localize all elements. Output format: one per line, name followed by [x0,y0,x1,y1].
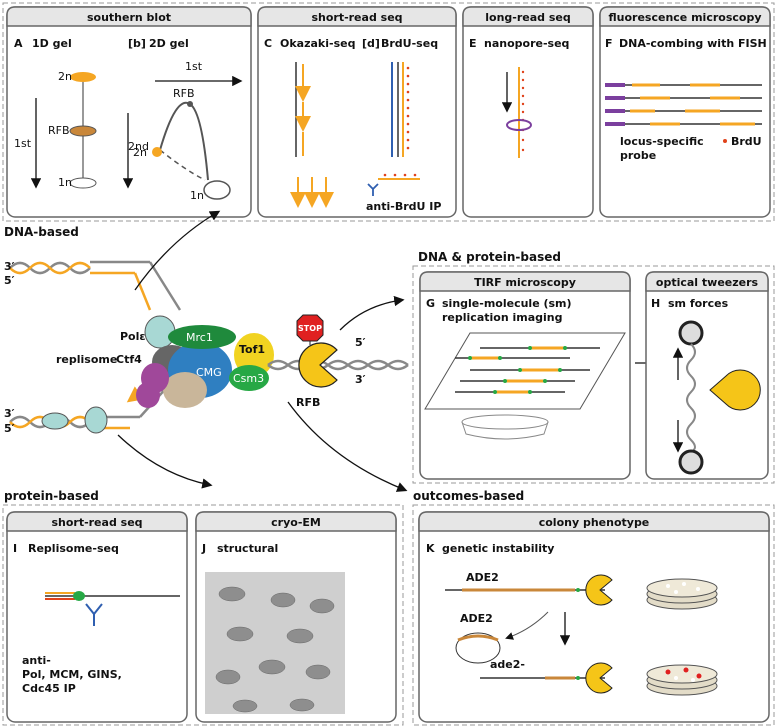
brdu-label: BrdU [731,135,762,148]
panel-letter-e: E [469,37,477,50]
csm3-blob [229,365,269,391]
dna-based-label: DNA-based [4,225,79,239]
panel-header-tirf: TIRF microscopy [474,276,576,289]
ade2-mutant-label: ade2- [490,658,525,671]
dna-based-group-border [2,2,775,222]
panel-header-cryo-em: cryo-EM [271,516,321,529]
replisome-label: replisome [56,353,117,366]
panel-i-ip-1: anti- [22,654,51,667]
panel-letter-j: J [201,542,206,555]
2d-2n-label: 2n [133,146,147,159]
stop-label: STOP [298,324,322,333]
bead-top [678,320,704,346]
panel-header-long-read-seq: long-read seq [485,11,571,24]
panel-colony-phenotype: colony phenotype K genetic instability A… [418,511,770,723]
bead-bottom [678,449,704,475]
panel-a-title: 1D gel [32,37,72,50]
panel-i-ip-3: Cdc45 IP [22,682,76,695]
panel-southern-blot: southern blot A 1D gel 1st 2n RFB 1n [b]… [6,6,252,218]
panel-h-title: sm forces [668,297,729,310]
right-3prime-label: 3′ [355,373,366,386]
csm3-label: Csm3 [233,372,264,385]
pol-epsilon-label: Polε [120,330,146,343]
rfb-pacman-icon [298,342,338,388]
mrc1-label: Mrc1 [186,331,213,344]
panel-header-southern-blot: southern blot [87,11,171,24]
2d-1st-label: 1st [185,60,203,73]
antibody-icon-bottom [85,603,103,626]
panel-letter-f: F [605,37,613,50]
panel-f-title: DNA-combing with FISH [619,37,767,50]
panel-i-title: Replisome-seq [28,542,119,555]
panel-j-title: structural [217,542,278,555]
panel-d-title: BrdU-seq [381,37,438,50]
stop-sign-icon [296,314,324,342]
panel-letter-b: [b] [128,37,146,50]
panel-letter-h: H [651,297,660,310]
panel-fluorescence-microscopy: fluorescence microscopy F DNA-combing wi… [599,6,771,218]
1d-axis-label: 1st [14,137,32,150]
panel-tirf-microscopy: TIRF microscopy G single-molecule (sm) r… [419,271,631,480]
rfb-label: RFB [296,396,320,409]
panel-header-fluorescence-microscopy: fluorescence microscopy [608,11,761,24]
pol-epsilon-blob [144,315,176,349]
right-5prime-label: 5′ [355,336,366,349]
top-3prime-label: 3′ [4,260,15,273]
2d-1n-label: 1n [190,189,204,202]
panel-e-title: nanopore-seq [484,37,569,50]
rfb-band [69,125,97,137]
ctf4-label: Ctf4 [116,353,142,366]
panel-header-optical-tweezers: optical tweezers [656,276,759,289]
1n-band [69,177,97,189]
panel-letter-k: K [426,542,435,555]
anti-brdu-ip-label: anti-BrdU IP [366,200,441,213]
panel-cryo-em: cryo-EM J structural [195,511,397,723]
bottom-5prime-label: 5′ [4,422,15,435]
panel-g-title-2: replication imaging [442,311,563,324]
panel-letter-d: [d] [362,37,380,50]
antibody-icon [367,183,379,196]
1d-1n-label: 1n [58,176,72,189]
panel-k-title: genetic instability [442,542,554,555]
1d-rfb-label: RFB [48,124,70,137]
panel-g-title-1: single-molecule (sm) [442,297,572,310]
panel-short-read-seq-top: short-read seq C Okazaki-seq [d] BrdU-se… [257,6,457,218]
panel-i-ip-2: Pol, MCM, GINS, [22,668,122,681]
panel-c-title: Okazaki-seq [280,37,355,50]
petri-dish-top [646,578,718,610]
panel-header-short-read-seq-bottom: short-read seq [51,516,142,529]
panel-letter-i: I [13,542,17,555]
protein-based-label: protein-based [4,489,99,503]
ade2-gene-label-2: ADE2 [460,612,493,625]
panel-letter-g: G [426,297,435,310]
nanopore-icon [506,119,532,131]
cmg-label: CMG [196,366,222,379]
ctf4-blob [136,382,160,408]
top-5prime-label: 5′ [4,274,15,287]
tof1-label: Tof1 [239,343,265,356]
probe-label: probe [620,149,656,162]
panel-long-read-seq: long-read seq E nanopore-seq [462,6,594,218]
2d-rfb-label: RFB [173,87,195,100]
mrc1-blob [168,325,236,349]
panel-letter-a: A [14,37,23,50]
locus-specific-label: locus-specific [620,135,704,148]
panel-b-title: 2D gel [149,37,189,50]
panel-header-short-read-seq: short-read seq [311,11,402,24]
outcomes-based-label: outcomes-based [413,489,524,503]
1d-2n-label: 2n [58,70,72,83]
pacman-tweezers-icon [709,369,761,411]
panel-optical-tweezers: optical tweezers H sm forces [645,271,769,480]
panel-header-colony-phenotype: colony phenotype [539,516,650,529]
ade2-gene-label-1: ADE2 [466,571,499,584]
panel-letter-c: C [264,37,272,50]
2d-2nd-label: 2nd [128,140,149,153]
replisome-diagram: 3′ 5′ 3′ 5′ Polε Ctf4 CMG Mrc1 Tof1 Csm3… [4,260,409,435]
bottom-3prime-label: 3′ [4,407,15,420]
panel-replisome-seq: short-read seq I Replisome-seq anti- Pol… [6,511,188,723]
dna-protein-based-label: DNA & protein-based [418,250,561,264]
2n-band [70,72,96,82]
petri-dish-bottom [646,664,718,696]
